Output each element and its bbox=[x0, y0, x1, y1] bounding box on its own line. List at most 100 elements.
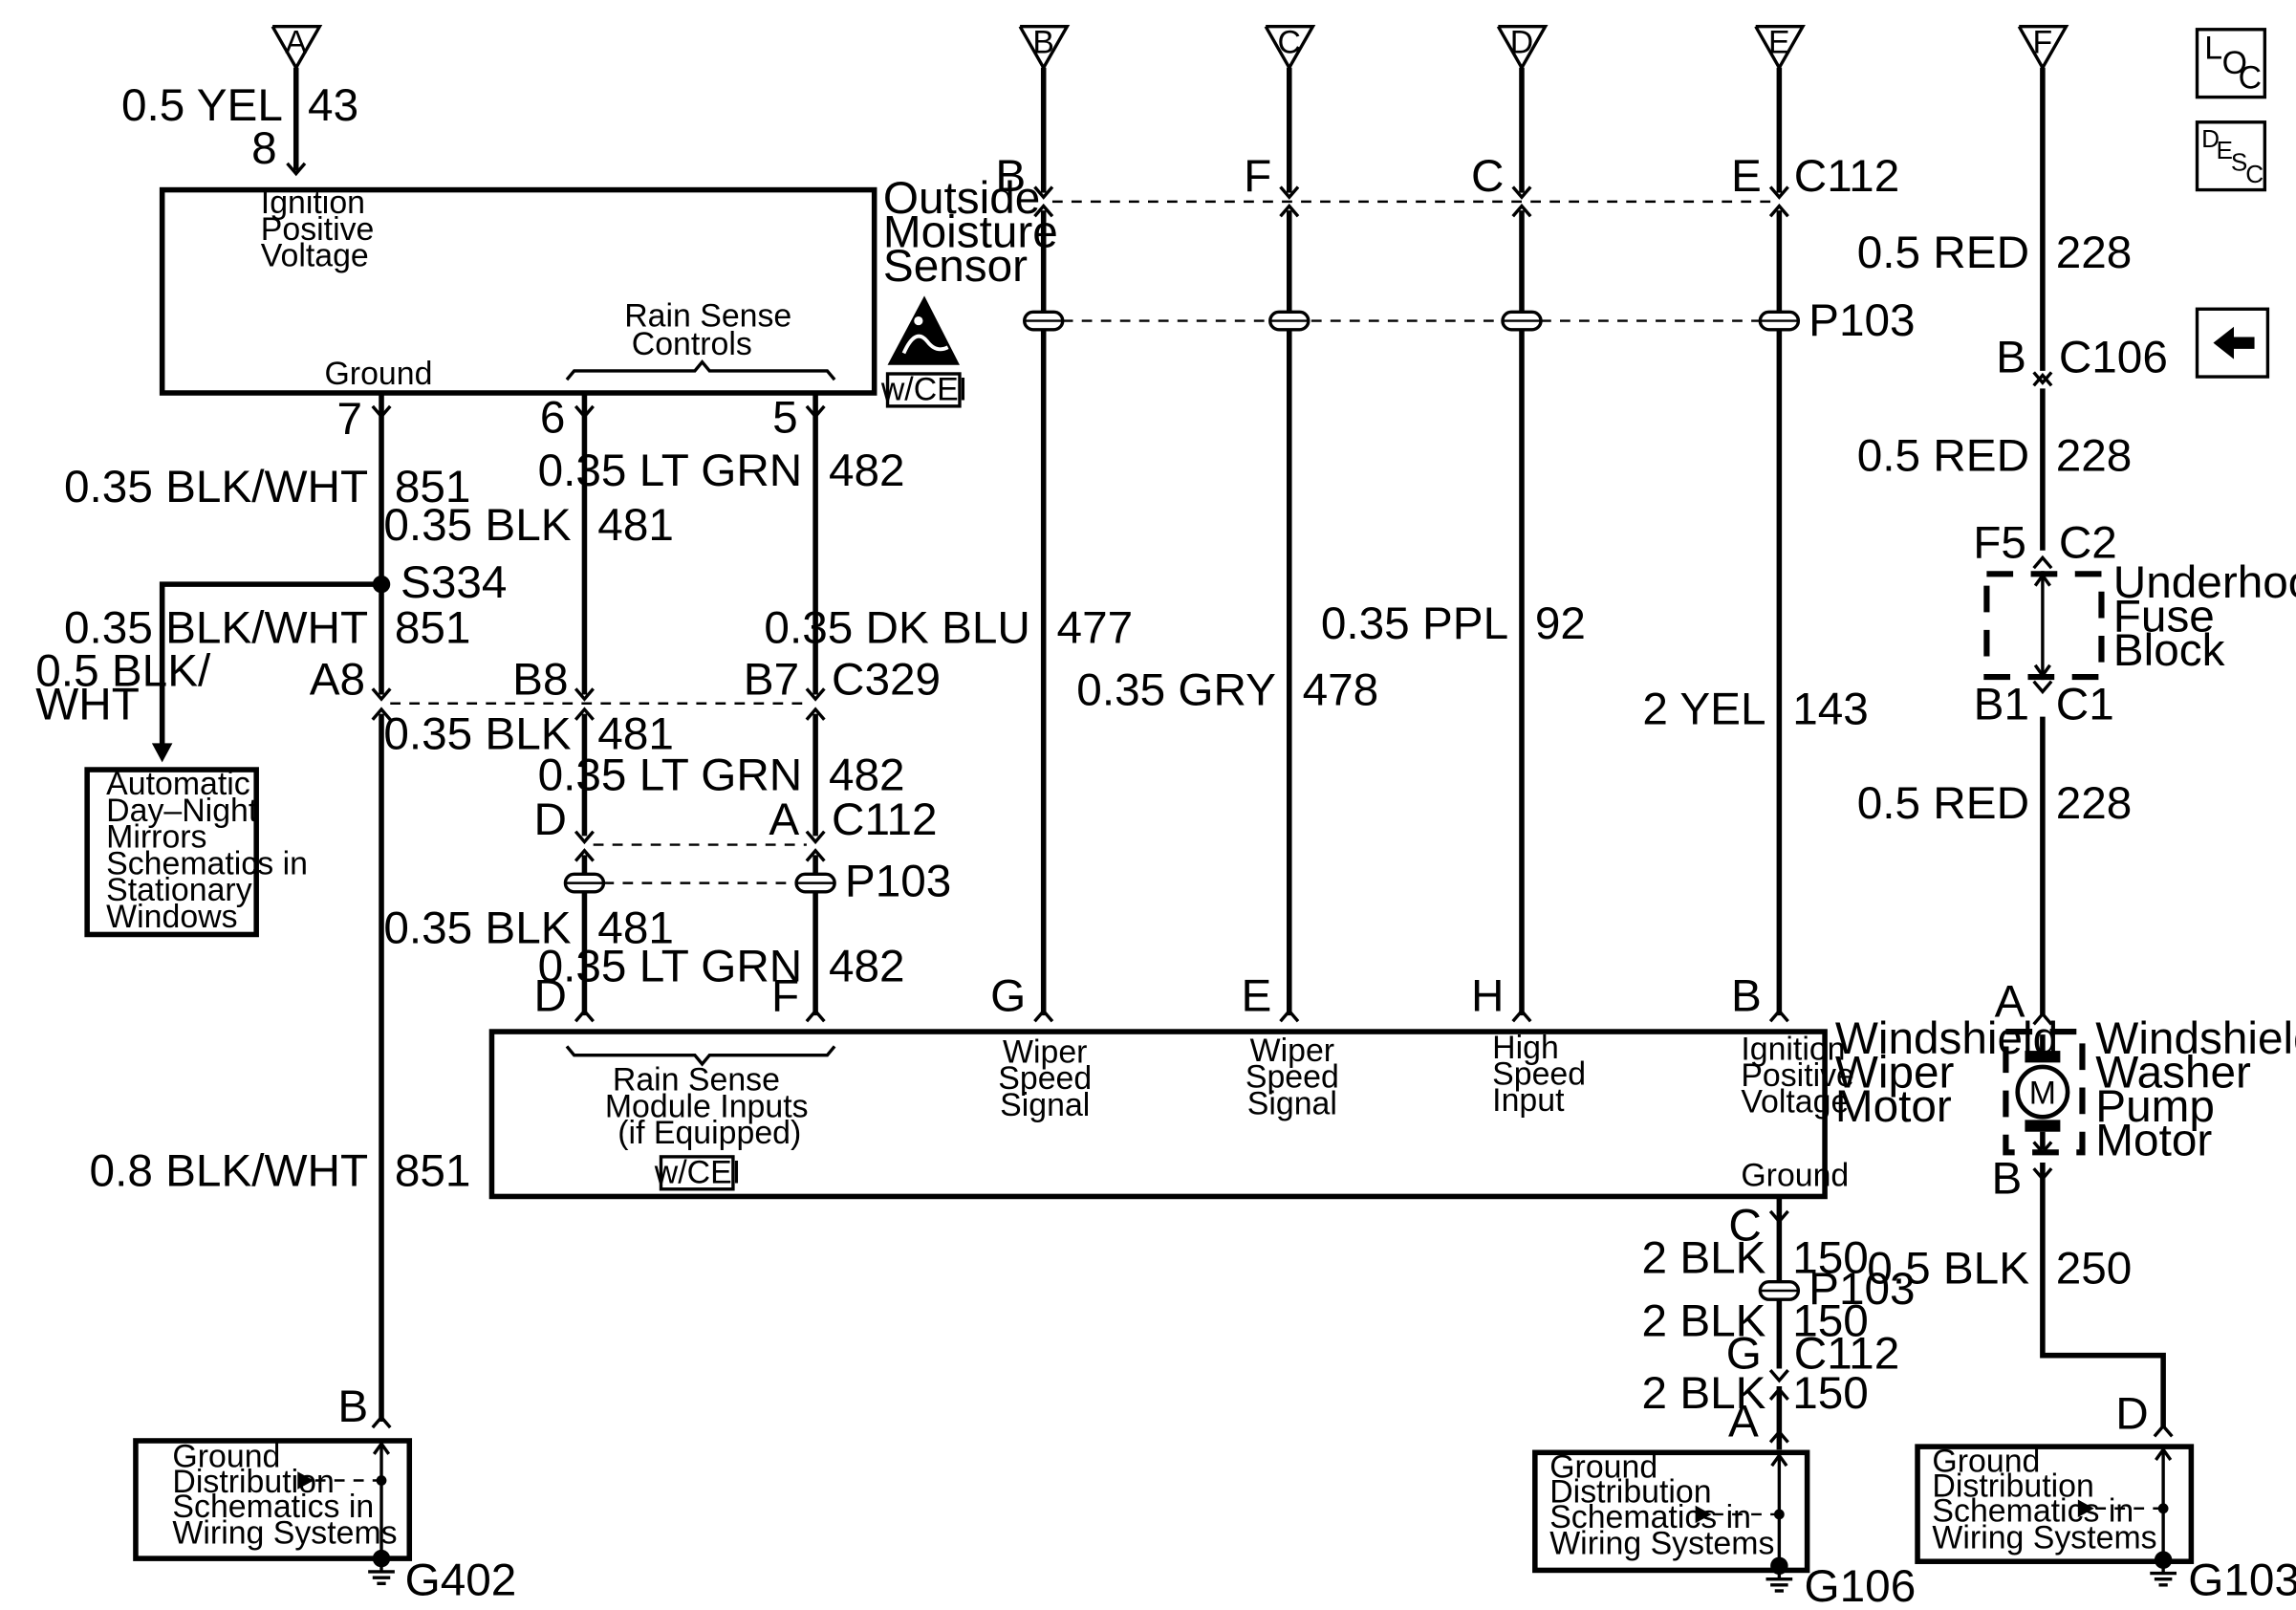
passthrough-p103-top-label: P103 bbox=[1809, 295, 1915, 346]
top-marker-b: B bbox=[1018, 24, 1071, 72]
pin-5: 5 bbox=[772, 393, 798, 444]
wire-143-circuit: 143 bbox=[1792, 684, 1869, 734]
wire-92-gauge: 0.35 PPL bbox=[1321, 598, 1508, 649]
wire-250-circuit: 250 bbox=[2056, 1243, 2133, 1294]
motor-pin-f: F bbox=[771, 971, 799, 1022]
sensor-title-l3: Sensor bbox=[883, 241, 1028, 292]
sensor-title-l1: Outside bbox=[883, 173, 1040, 224]
loc-icon-o: O bbox=[2222, 45, 2247, 81]
wire-482-2-circuit: 482 bbox=[829, 751, 905, 801]
wiper-speed-signal-2-l1: Wiper bbox=[1250, 1033, 1334, 1069]
motor-rain-l3: (if Equipped) bbox=[617, 1115, 801, 1151]
top-marker-a: A bbox=[271, 24, 323, 72]
wcei-badge-sensor: w/CEI bbox=[880, 372, 967, 408]
motor-pin-g: G bbox=[990, 971, 1026, 1022]
gd1-l1: Ground bbox=[172, 1439, 280, 1475]
wire-481-2-circuit: 481 bbox=[597, 709, 674, 760]
wire-150-1-circuit: 150 bbox=[1792, 1232, 1869, 1283]
wire-143: 2 YEL 143 B bbox=[1642, 67, 1869, 1023]
sensor-title: Outside Moisture Sensor bbox=[883, 173, 1058, 292]
pin-f-c112-top: F bbox=[1244, 151, 1271, 202]
wire-851-3-circuit: 851 bbox=[395, 1146, 471, 1197]
pin-e-c112-top: E bbox=[1731, 151, 1762, 202]
wire-150-2-gauge: 2 BLK bbox=[1642, 1296, 1766, 1347]
wire-482-3-gauge: 0.35 LT GRN bbox=[538, 942, 803, 992]
high-speed-input-l3: Input bbox=[1492, 1082, 1565, 1119]
ground-g106-label: G106 bbox=[1805, 1561, 1917, 1610]
motor-pin-c: C bbox=[1728, 1201, 1761, 1251]
mirrors-reference-box[interactable]: Automatic Day–Night Mirrors Schematics i… bbox=[84, 766, 308, 938]
mirror-l3: Mirrors bbox=[106, 819, 206, 856]
wire-228-2-gauge: 0.5 RED bbox=[1857, 431, 2029, 482]
pump-pin-b: B bbox=[1992, 1153, 2023, 1204]
mirror-l1: Automatic bbox=[106, 766, 250, 802]
washer-pump-motor: A M Windshield Washer Pump Motor bbox=[1995, 977, 2296, 1166]
ground-distribution-box-g103[interactable]: Ground Distribution Schematics in Wiring… bbox=[1915, 1443, 2195, 1564]
connector-c329: C329 bbox=[832, 655, 941, 706]
passthrough-p103-left-label: P103 bbox=[845, 856, 951, 906]
connector-c1: C1 bbox=[2056, 680, 2114, 730]
loc-icon[interactable]: L O C bbox=[2195, 28, 2267, 99]
branch-gauge-l1: 0.5 BLK/ bbox=[35, 645, 211, 696]
wire-92-circuit: 92 bbox=[1535, 598, 1586, 649]
pin-b-ground-g402: B bbox=[337, 1382, 368, 1432]
sensor-ign-l1: Ignition bbox=[261, 185, 365, 221]
wiper-speed-signal-1-l3: Signal bbox=[1000, 1087, 1090, 1123]
desc-icon-e: E bbox=[2217, 136, 2233, 164]
wire-150-3-circuit: 150 bbox=[1792, 1368, 1869, 1419]
pin-8: 8 bbox=[251, 123, 277, 174]
wiper-motor-title-l2: Wiper bbox=[1835, 1048, 1955, 1099]
top-marker-c-label: C bbox=[1278, 24, 1301, 60]
motor-pin-b: B bbox=[1731, 971, 1762, 1022]
esd-warning-icon bbox=[887, 295, 960, 365]
top-marker-f-label: F bbox=[2033, 24, 2053, 60]
loc-icon-l: L bbox=[2204, 31, 2222, 67]
motor-rain-l2: Module Inputs bbox=[605, 1088, 809, 1124]
pump-title-l4: Motor bbox=[2095, 1115, 2212, 1165]
connector-c2: C2 bbox=[2059, 517, 2117, 568]
wire-851: 0.35 BLK/WHT 851 S334 0.35 BLK/WHT 851 A… bbox=[64, 392, 507, 1432]
desc-icon-s: S bbox=[2231, 148, 2247, 177]
wire-228-3-gauge: 0.5 RED bbox=[1857, 778, 2029, 829]
wire-851-branch: 0.5 BLK/ WHT bbox=[35, 581, 382, 763]
desc-icon-d: D bbox=[2201, 124, 2220, 153]
top-marker-e: E bbox=[1754, 24, 1806, 72]
wiper-speed-signal-1-l2: Speed bbox=[998, 1060, 1092, 1097]
motor-pin-e: E bbox=[1241, 971, 1271, 1022]
desc-icon[interactable]: D E S C bbox=[2195, 120, 2267, 192]
wire-478-circuit: 478 bbox=[1303, 664, 1379, 715]
sensor-ign-l2: Positive bbox=[261, 211, 375, 248]
pin-d-c112: D bbox=[534, 794, 567, 845]
ground-symbol-g106: G106 bbox=[1765, 1556, 1917, 1610]
pin-d-ground-g103: D bbox=[2115, 1389, 2148, 1440]
wire-481: 0.35 BLK 481 B8 0.35 BLK 481 D 0.35 BLK … bbox=[383, 392, 674, 1023]
wiper-motor-title: Windshield Wiper Motor bbox=[1835, 1013, 2058, 1132]
gd2-l1: Ground bbox=[1549, 1448, 1657, 1485]
pin-b1: B1 bbox=[1974, 680, 2029, 730]
gd3-l1: Ground bbox=[1932, 1443, 2040, 1479]
wire-482-3-circuit: 482 bbox=[829, 942, 905, 992]
top-marker-a-label: A bbox=[285, 24, 307, 60]
ground-g402-label: G402 bbox=[405, 1556, 517, 1606]
wire-228-1-circuit: 228 bbox=[2056, 228, 2133, 278]
wire-851-1-circuit: 851 bbox=[395, 462, 471, 512]
wire-150-3-gauge: 2 BLK bbox=[1642, 1368, 1766, 1419]
wire-851-2-gauge: 0.35 BLK/WHT bbox=[64, 603, 368, 654]
wiper-motor-title-l1: Windshield bbox=[1835, 1013, 2058, 1064]
ground-distribution-box-g402[interactable]: Ground Distribution Schematics in Wiring… bbox=[133, 1438, 413, 1561]
wire-228-1-gauge: 0.5 RED bbox=[1857, 228, 2029, 278]
wire-478-gauge: 0.35 GRY bbox=[1076, 664, 1276, 715]
wire-477-gauge: 0.35 DK BLU bbox=[764, 603, 1029, 654]
back-arrow-icon[interactable] bbox=[2195, 307, 2270, 379]
wire-851-2-circuit: 851 bbox=[395, 603, 471, 654]
motor-ign-l1: Ignition bbox=[1741, 1031, 1845, 1067]
wire-43-gauge: 0.5 YEL bbox=[121, 80, 283, 131]
ground-symbol-g402: G402 bbox=[368, 1549, 517, 1606]
wire-43-circuit: 43 bbox=[308, 80, 358, 131]
high-speed-input-l2: Speed bbox=[1492, 1055, 1586, 1092]
pin-a-ground-g106: A bbox=[1728, 1396, 1759, 1447]
wcei-badge-motor: w/CEI bbox=[654, 1155, 741, 1191]
pin-6: 6 bbox=[540, 393, 566, 444]
ground-distribution-box-g106[interactable]: Ground Distribution Schematics in Wiring… bbox=[1532, 1448, 1810, 1574]
wire-481-1-gauge: 0.35 BLK bbox=[383, 500, 571, 551]
